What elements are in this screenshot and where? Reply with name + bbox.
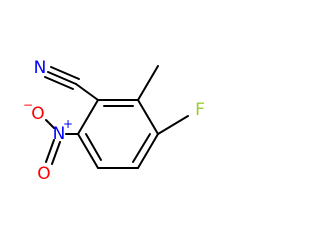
bond-c-f	[157, 115, 189, 135]
bond-methyl	[137, 65, 159, 101]
atom-labels: N F N + O − O	[23, 58, 205, 184]
bond-ring-inner-2	[132, 133, 151, 163]
nitro-oxygen-bottom-label: O	[37, 164, 50, 184]
bond-ring-c6-c1	[77, 99, 99, 135]
bond-nitrile-triple-2	[50, 66, 80, 80]
nitrile-nitrogen-label: N	[34, 58, 47, 78]
nitro-nitrogen-label: N	[53, 124, 66, 144]
molecule-structure: N F N + O − O	[23, 58, 205, 184]
fluorine-label: F	[195, 100, 205, 120]
bond-ring-c5-c6	[77, 133, 99, 169]
bond-nitrile-c	[75, 83, 99, 101]
nitro-oxygen-top-label: O	[31, 104, 44, 124]
bond-nitrile-triple-3	[44, 76, 74, 90]
bond-ring-c2-c3	[137, 99, 159, 135]
bond-nitro-n-o-bottom-b	[51, 141, 61, 165]
bond-nitrile-triple-1	[47, 71, 77, 85]
bond-ring-c3-c4	[137, 133, 159, 169]
bond-nitro-n-o-bottom-a	[45, 139, 55, 163]
bond-nitro-n-o-top	[45, 119, 55, 129]
nitro-nitrogen-charge: +	[63, 117, 73, 131]
nitro-oxygen-top-charge: −	[23, 98, 33, 112]
bond-ring-inner-3	[85, 133, 102, 161]
bonds	[44, 65, 189, 169]
